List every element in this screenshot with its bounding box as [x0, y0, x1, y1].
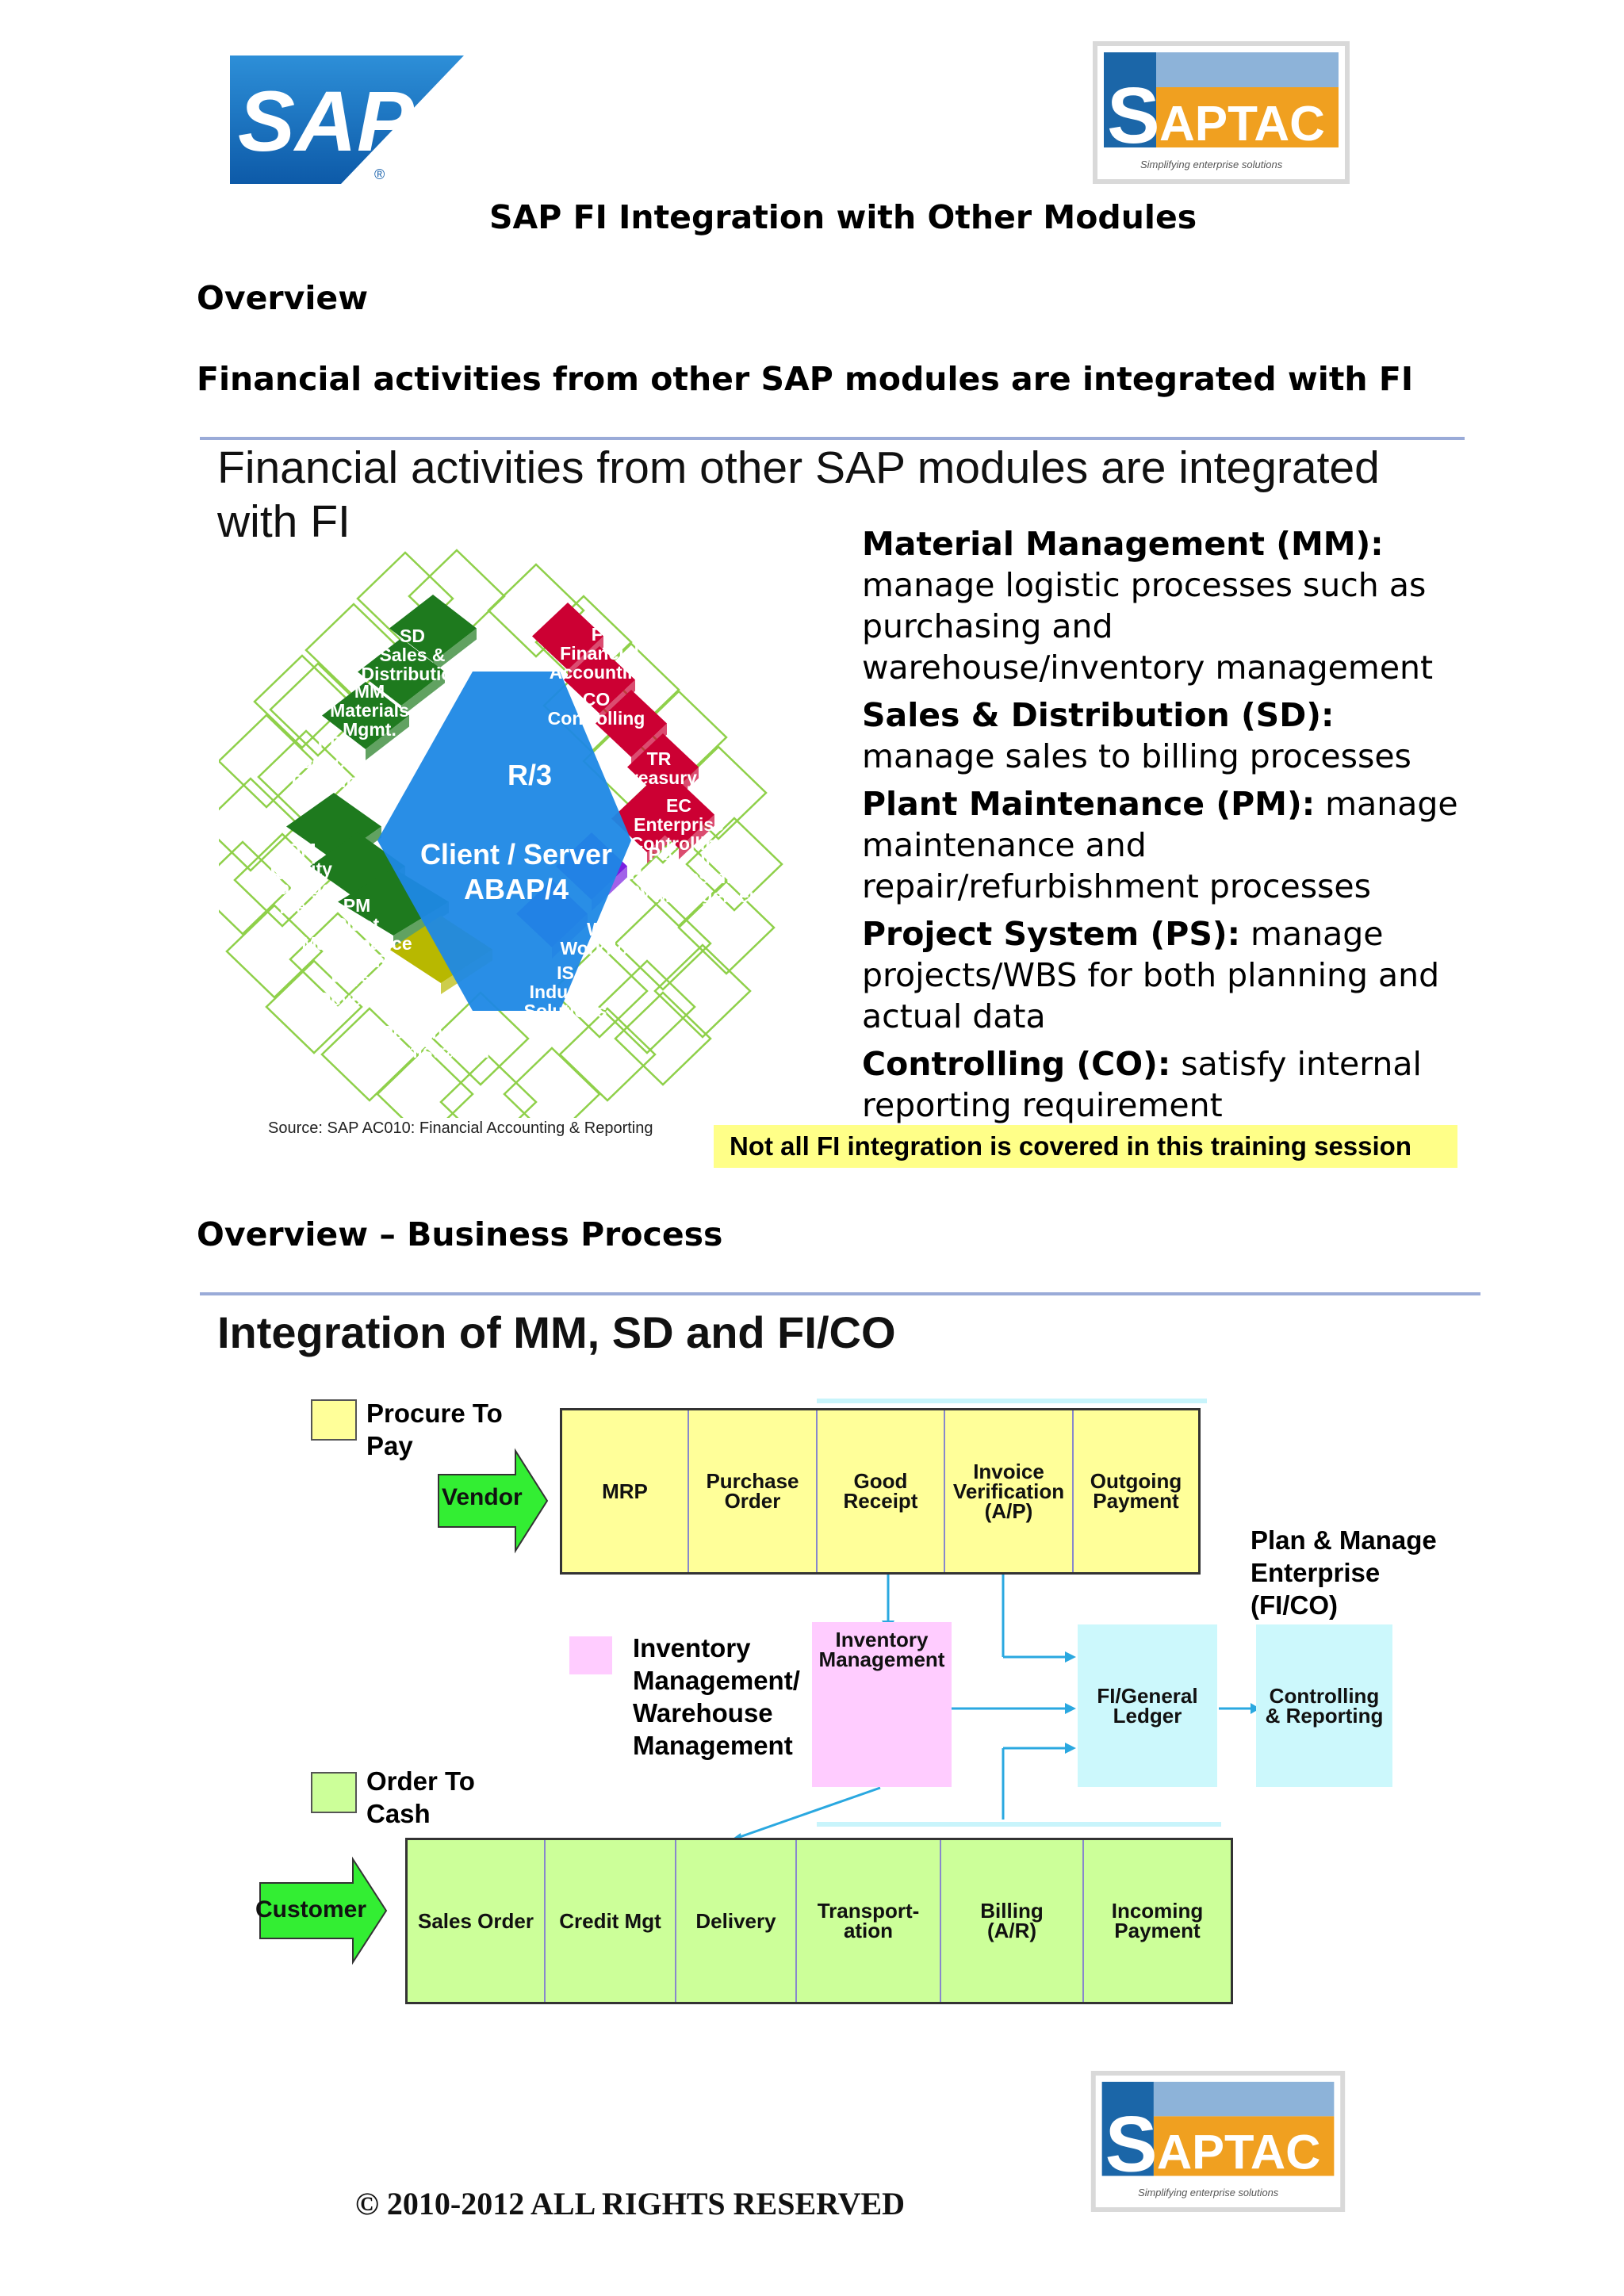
step-credit-mgt: Credit Mgt — [546, 1840, 676, 2002]
step-billing: Billing(A/R) — [941, 1840, 1084, 2002]
section-subheading: Financial activities from other SAP modu… — [197, 360, 1414, 398]
slide2-title: Integration of MM, SD and FI/CO — [217, 1307, 896, 1357]
legend-plan-label: Plan & Manage Enterprise (FI/CO) — [1251, 1525, 1437, 1620]
section-heading-overview: Overview — [197, 279, 369, 317]
customer-label: Customer — [255, 1896, 367, 1923]
section-heading-business-process: Overview – Business Process — [197, 1215, 723, 1253]
legend-procure-swatch — [311, 1399, 357, 1441]
legend-procure-label: Procure To Pay — [366, 1399, 503, 1460]
saptac-logo-top: S APTAC Simplifying enterprise solutions — [1093, 41, 1350, 184]
legend-order-label: Order To Cash — [366, 1766, 475, 1828]
sap-logo-text: SAP — [238, 73, 415, 169]
module-block-side-pp — [366, 715, 409, 760]
desc-ps: Project System (PS): manage projects/WBS… — [862, 915, 1440, 1035]
slide2-rule — [200, 1292, 1480, 1295]
desc-co: Controlling (CO): satisfy internal repor… — [862, 1045, 1422, 1124]
module-block-side-ps — [647, 818, 683, 863]
slide1-rule — [200, 437, 1465, 440]
step-delivery: Delivery — [676, 1840, 797, 2002]
controlling-reporting-box: Controlling& Reporting — [1256, 1624, 1392, 1787]
legend-order-swatch — [311, 1772, 357, 1813]
hex-center-abap: ABAP/4 — [464, 873, 569, 905]
svg-text:S: S — [1105, 2100, 1158, 2188]
slide1-title: Financial activities from other SAP modu… — [217, 442, 1380, 547]
training-note: Not all FI integration is covered in thi… — [714, 1125, 1457, 1168]
page-title: SAP FI Integration with Other Modules — [489, 198, 1197, 236]
desc-mm: Material Management (MM): manage logisti… — [862, 525, 1434, 687]
hex-center-r3: R/3 — [508, 759, 552, 791]
sap-logo: SAP ® — [230, 55, 464, 186]
vendor-arrow — [438, 1448, 549, 1554]
svg-text:Simplifying enterprise solutio: Simplifying enterprise solutions — [1140, 159, 1283, 170]
r3-hexagon — [377, 672, 631, 1011]
saptac-logo-bottom: S APTAC Simplifying enterprise solutions — [1090, 2071, 1346, 2212]
svg-text:Simplifying enterprise solutio: Simplifying enterprise solutions — [1138, 2187, 1279, 2198]
module-block-side-im — [679, 814, 714, 859]
module-block-side-sd — [433, 628, 477, 673]
module-descriptions: Material Management (MM): manage logisti… — [862, 523, 1465, 1126]
module-block-side-mm — [401, 672, 445, 717]
legend-inventory-label: Inventory Management/ Warehouse Manageme… — [633, 1633, 800, 1760]
step-sales-order: Sales Order — [408, 1840, 546, 2002]
svg-text:APTAC: APTAC — [1159, 97, 1325, 151]
svg-text:APTAC: APTAC — [1157, 2125, 1321, 2179]
legend-inventory-swatch — [569, 1636, 612, 1674]
vendor-label: Vendor — [442, 1484, 523, 1510]
copyright: © 2010-2012 ALL RIGHTS RESERVED — [355, 2186, 906, 2221]
step-mrp: MRP — [562, 1410, 689, 1572]
order-row — [405, 1838, 1233, 2004]
procure-row — [560, 1408, 1201, 1575]
svg-text:®: ® — [374, 166, 385, 182]
step-transportation: Transport-ation — [797, 1840, 941, 2002]
customer-arrow — [259, 1856, 388, 1965]
hex-center-client-server: Client / Server — [420, 838, 612, 871]
svg-text:S: S — [1107, 71, 1160, 160]
desc-sd: Sales & Distribution (SD): manage sales … — [862, 696, 1411, 775]
source-note: Source: SAP AC010: Financial Accounting … — [268, 1119, 653, 1137]
desc-pm: Plant Maintenance (PM): manage maintenan… — [862, 785, 1458, 905]
